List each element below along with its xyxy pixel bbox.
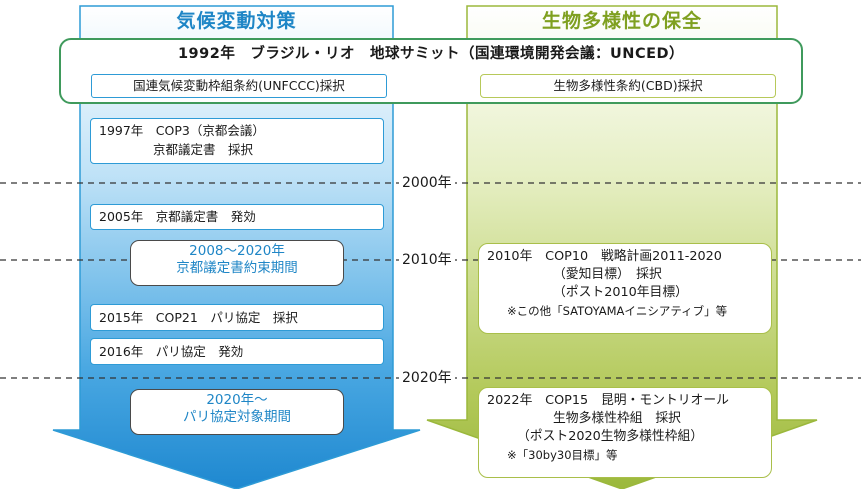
cop15-note: ※「30by30目標」等 (507, 448, 618, 462)
paris-period-line2: パリ協定対象期間 (183, 409, 291, 425)
cop3-box: 1997年 COP3（京都会議） 京都議定書 採択 (90, 118, 384, 164)
cop10-line3: （ポスト2010年目標） (553, 285, 688, 300)
cop10-note: ※この他「SATOYAMAイニシアティブ」等 (507, 304, 728, 318)
year-2000-label: 2000年 (399, 174, 455, 192)
kyoto-period-box: 2008～2020年 京都議定書約束期間 (130, 240, 344, 286)
year-2010-label: 2010年 (399, 251, 455, 269)
cop10-box: 2010年 COP10 戦略計画2011-2020 （愛知目標） 採択 （ポスト… (478, 243, 772, 334)
paris-adopt-box: 2015年 COP21 パリ協定 採択 (90, 304, 384, 331)
earth-summit-title: 1992年 ブラジル・リオ 地球サミット（国連環境開発会議：UNCED） (177, 46, 685, 62)
year-2020-label: 2020年 (399, 369, 455, 387)
kyoto-effect-box: 2005年 京都議定書 発効 (90, 204, 384, 230)
paris-period-line1: 2020年～ (206, 392, 268, 408)
paris-effect-box: 2016年 パリ協定 発効 (90, 338, 384, 365)
cbd-adoption-box: 生物多様性条約(CBD)採択 (480, 74, 776, 98)
cop3-line2: 京都議定書 採択 (153, 142, 254, 157)
climate-column-title: 気候変動対策 (176, 10, 297, 32)
earth-summit-box: 1992年 ブラジル・リオ 地球サミット（国連環境開発会議：UNCED） 国連気… (59, 38, 803, 104)
kyoto-period-line1: 2008～2020年 (189, 243, 285, 259)
cop15-line1: 2022年 COP15 昆明・モントリオール (487, 393, 729, 408)
kyoto-period-line2: 京都議定書約束期間 (176, 260, 298, 276)
cop15-line3: （ポスト2020生物多様性枠組） (517, 429, 704, 444)
cop15-box: 2022年 COP15 昆明・モントリオール 生物多様性枠組 採択 （ポスト20… (478, 387, 772, 478)
unfccc-adoption-box: 国連気候変動枠組条約(UNFCCC)採択 (91, 74, 387, 98)
cop3-line1: 1997年 COP3（京都会議） (99, 123, 265, 138)
biodiversity-column-title: 生物多様性の保全 (541, 10, 702, 32)
cop10-line1: 2010年 COP10 戦略計画2011-2020 (487, 249, 722, 264)
cop10-line2: （愛知目標） 採択 (553, 267, 662, 282)
paris-period-box: 2020年～ パリ協定対象期間 (130, 389, 344, 435)
cop15-line2: 生物多様性枠組 採択 (553, 411, 681, 426)
